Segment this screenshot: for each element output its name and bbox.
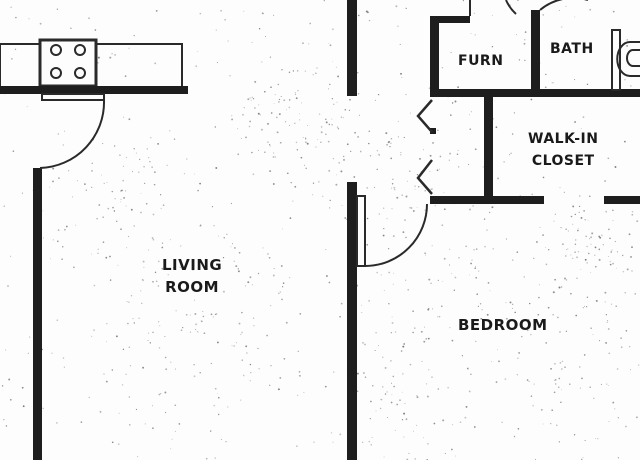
wall-center-lower <box>347 182 357 460</box>
wall-furn-top <box>430 16 470 23</box>
wall-utility-horizontal <box>430 89 640 97</box>
wall-closet-door-jamb <box>430 128 436 134</box>
wall-kitchen-top <box>0 86 188 94</box>
door-kitchen-living <box>39 93 106 169</box>
label-walk-in-closet: WALK-IN CLOSET <box>528 128 598 172</box>
label-bedroom: BEDROOM <box>458 314 548 336</box>
toilet-icon <box>611 29 640 91</box>
label-line: LIVING <box>162 256 223 274</box>
stove-icon <box>38 38 98 88</box>
door-bedroom <box>356 195 428 267</box>
door-closet-bifold <box>416 99 433 195</box>
wall-center-upper <box>347 0 357 96</box>
wall-furn-bath-divider <box>531 10 540 96</box>
door-furn <box>469 0 517 16</box>
label-line: FURN <box>458 53 504 69</box>
label-line: ROOM <box>165 278 220 296</box>
label-furn: FURN <box>458 50 503 72</box>
label-line: WALK-IN <box>528 131 599 147</box>
door-bath <box>539 0 588 11</box>
wall-living-left <box>33 168 42 460</box>
label-line: BEDROOM <box>458 316 548 334</box>
label-line: CLOSET <box>531 153 595 169</box>
wall-closet-bottom-right <box>604 196 640 204</box>
wall-furn-left <box>430 18 439 94</box>
wall-closet-bottom-left <box>430 196 544 204</box>
label-living-room: LIVING ROOM <box>162 254 222 298</box>
wall-closet-left <box>484 95 493 198</box>
label-bath: BATH <box>550 38 594 60</box>
label-line: BATH <box>550 41 594 57</box>
